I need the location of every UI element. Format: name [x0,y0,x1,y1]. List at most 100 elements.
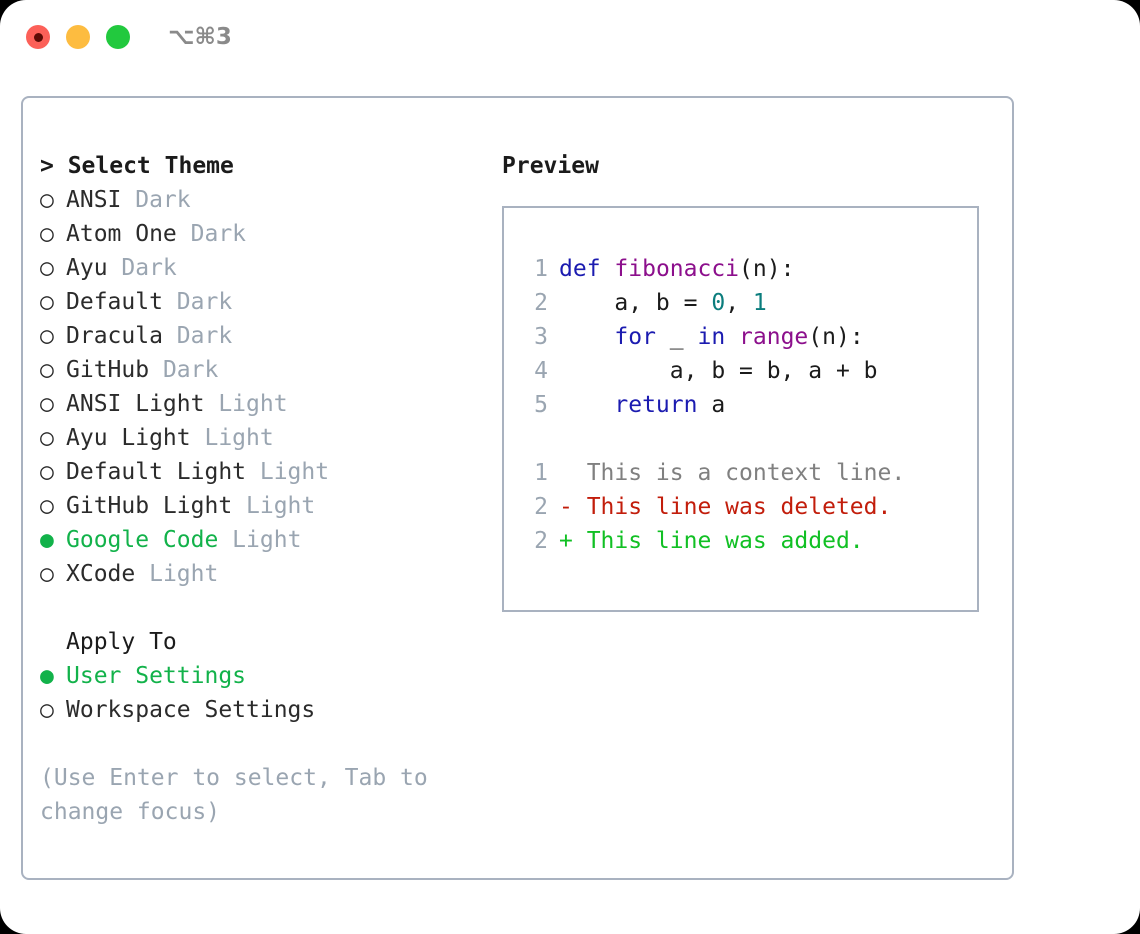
theme-list-item[interactable]: ○ Atom One Dark [40,217,490,251]
theme-name: Google Code [66,527,219,553]
radio-empty-icon: ○ [40,697,54,723]
theme-list-item[interactable]: ○ XCode Light [40,557,490,591]
theme-list-item[interactable]: ○ ANSI Light Light [40,387,490,421]
theme-list-item[interactable]: ○ GitHub Light Light [40,489,490,523]
theme-list-item[interactable]: ● Google Code Light [40,523,490,557]
theme-selection-pane: > Select Theme ○ANSI Dark○Atom One Dark○… [40,149,490,829]
code-token: , [725,290,753,316]
select-theme-heading: > Select Theme [40,153,234,179]
radio-empty-icon: ○ [40,425,54,451]
code-line: 4 a, b = b, a + b [520,354,977,388]
code-token: 0 [711,290,726,316]
code-token [725,324,739,350]
theme-variant-badge: Dark [162,323,233,349]
radio-empty-icon: ○ [40,187,54,213]
theme-name: ANSI [66,187,122,213]
apply-to-item[interactable]: ○ Workspace Settings [40,693,490,727]
radio-empty-icon: ○ [40,289,54,315]
diff-line: 2+ This line was added. [520,524,977,558]
apply-to-heading: Apply To [66,629,177,655]
apply-to-label: User Settings [66,663,247,689]
theme-name: Ayu [66,255,108,281]
apply-to-list[interactable]: ● User Settings ○ Workspace Settings [40,659,490,727]
code-line: 2 a, b = 0, 1 [520,286,977,320]
theme-name: Atom One [66,221,177,247]
preview-heading: Preview [502,153,599,179]
theme-variant-badge: Dark [121,187,191,213]
apply-to-item[interactable]: ● User Settings [40,659,490,693]
list-spacer [40,591,490,625]
code-token [559,392,614,418]
apply-to-label: Workspace Settings [66,697,316,723]
theme-variant-badge: Light [190,425,274,451]
theme-list[interactable]: ○ ANSI Dark ○ Atom One Dark ○ Ayu Dark ○ Defaul… [40,183,490,591]
line-number: 1 [534,256,548,282]
diff-text: This is a context line. [559,460,906,486]
theme-name: Default [66,289,163,315]
theme-variant-badge: Light [204,391,288,417]
diff-line: 1 This is a context line. [520,456,977,490]
theme-list-item[interactable]: ○ Ayu Light Light [40,421,490,455]
theme-name: GitHub Light [66,493,233,519]
theme-variant-badge: Light [218,527,302,553]
theme-list-item[interactable]: ○Ayu Dark [40,251,490,285]
radio-empty-icon: ○ [40,561,54,587]
theme-variant-badge: Dark [162,289,233,315]
window-controls [26,25,130,49]
line-number: 1 [534,460,548,486]
code-token: a [697,392,726,418]
code-token [601,256,615,282]
theme-list-item[interactable]: ○ Default Dark [40,285,490,319]
radio-empty-icon: ○ [40,391,54,417]
radio-selected-icon: ● [40,527,54,553]
keyboard-hint-text: (Use Enter to select, Tab to change focu… [40,765,428,825]
theme-name: GitHub [66,357,150,383]
radio-empty-icon: ○ [40,493,54,519]
minimize-button[interactable] [66,25,90,49]
code-diff-spacer [520,422,977,456]
code-token: return [614,392,698,418]
theme-list-item[interactable]: ○Dracula Dark [40,319,490,353]
diff-text: + This line was added. [559,528,864,554]
code-token: for [614,324,656,350]
line-number: 3 [534,324,548,350]
radio-empty-icon: ○ [40,357,54,383]
theme-name: Default Light [66,459,247,485]
code-token: a, b = [559,290,712,316]
line-number: 2 [534,494,548,520]
code-token: (n): [808,324,864,350]
theme-variant-badge: Dark [176,221,247,247]
radio-empty-icon: ○ [40,221,54,247]
theme-list-item[interactable]: ○GitHub Dark [40,353,490,387]
radio-empty-icon: ○ [40,255,54,281]
code-token: in [697,324,726,350]
code-token [559,324,614,350]
theme-list-item[interactable]: ○ ANSI Dark [40,183,490,217]
code-token: 1 [752,290,767,316]
maximize-button[interactable] [106,25,130,49]
theme-name: XCode [66,561,136,587]
radio-empty-icon: ○ [40,459,54,485]
code-token: a, b = b, a + b [559,358,878,384]
theme-variant-badge: Light [232,493,316,519]
hint-spacer [40,727,490,761]
close-button[interactable] [26,25,50,49]
keyboard-shortcut-label: ⌥⌘3 [168,24,232,50]
theme-name: Ayu Light [66,425,191,451]
diff-line: 2- This line was deleted. [520,490,977,524]
diff-sample: 1 This is a context line.2- This line wa… [520,456,977,558]
theme-name: ANSI Light [66,391,205,417]
theme-variant-badge: Light [135,561,219,587]
code-token: def [559,256,601,282]
theme-list-item[interactable]: ○Default Light Light [40,455,490,489]
theme-picker-card: > Select Theme ○ANSI Dark○Atom One Dark○… [21,96,1014,880]
line-number: 5 [534,392,548,418]
theme-name: Dracula [66,323,163,349]
radio-selected-icon: ● [40,663,54,689]
code-line: 3 for _ in range(n): [520,320,977,354]
